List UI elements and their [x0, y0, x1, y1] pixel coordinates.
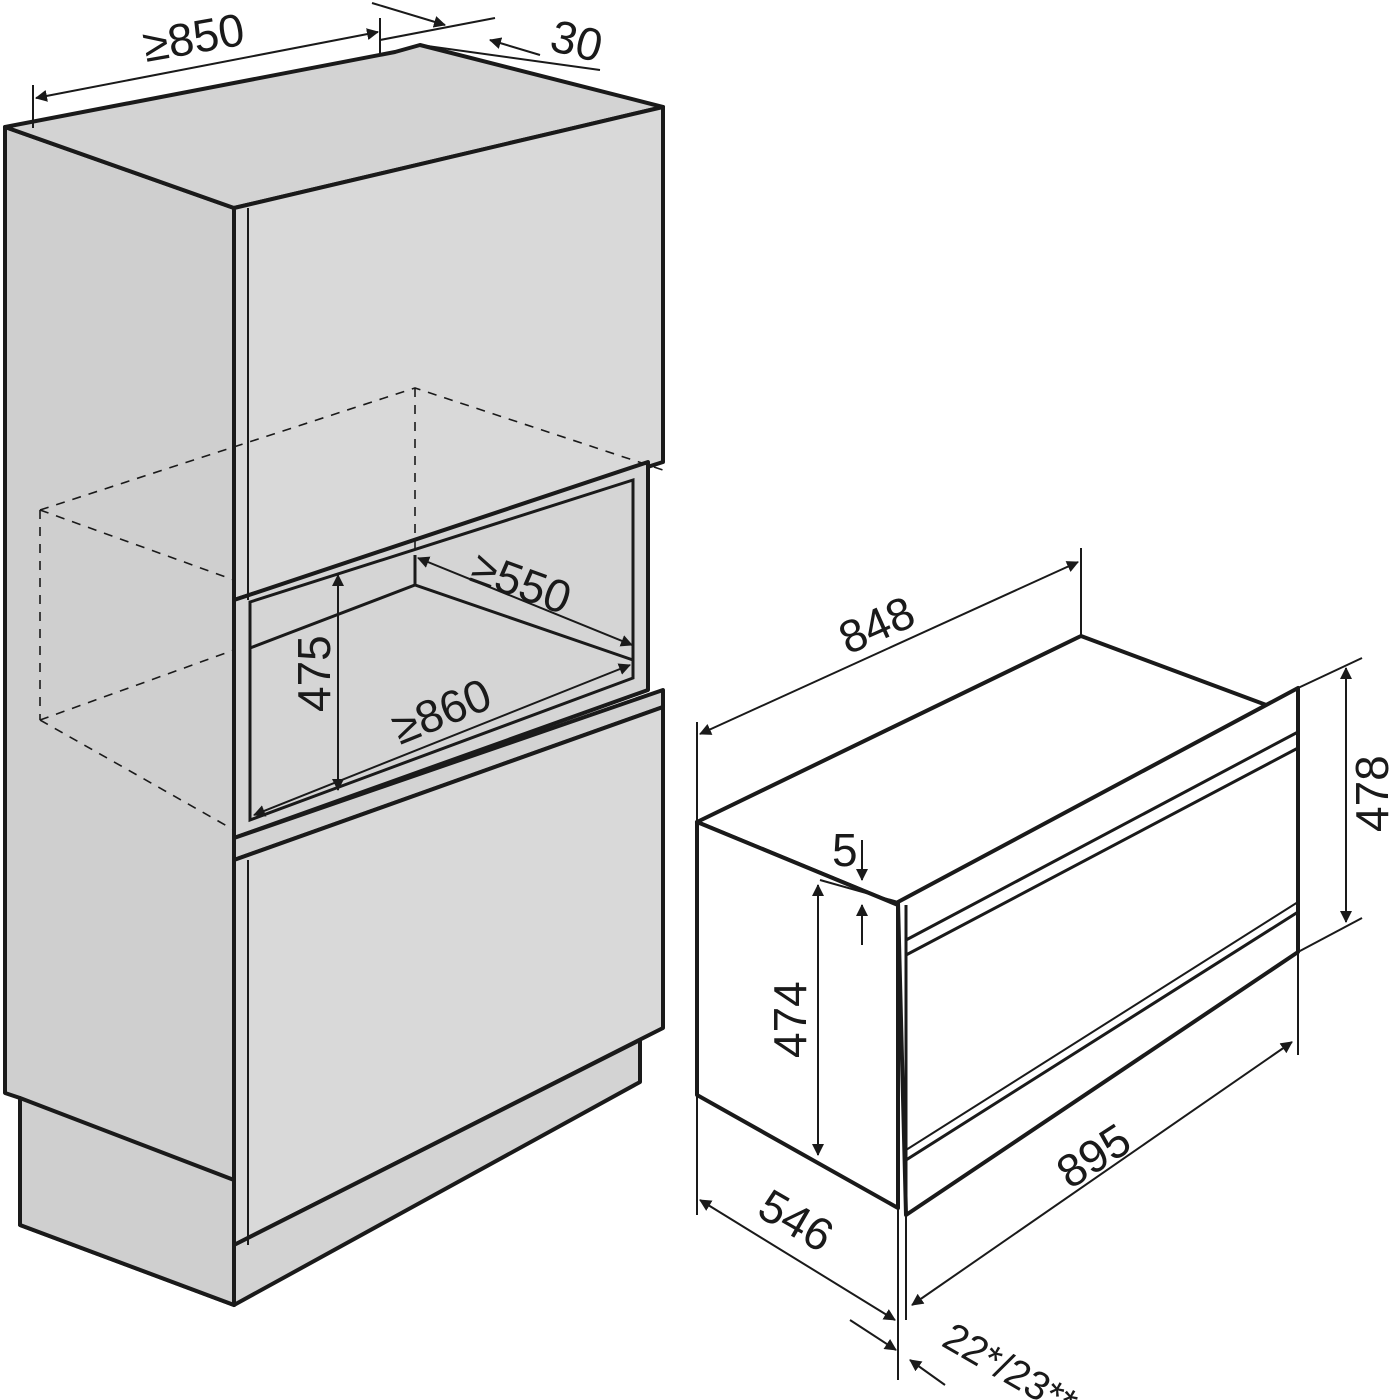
control-strip-top: [905, 730, 1299, 942]
label-niche-height: 475: [288, 635, 340, 712]
label-front-thickness: 22*/23**: [936, 1315, 1085, 1400]
label-gap: 5: [832, 824, 858, 876]
label-front-width: 895: [1047, 1113, 1140, 1198]
appliance: [695, 634, 1300, 1217]
label-body-width: 848: [831, 585, 922, 664]
cabinet-niche: [248, 477, 635, 823]
label-cabinet-width: ≥850: [139, 3, 248, 72]
cabinet-plinth-front: [232, 1038, 642, 1307]
label-front-height: 478: [1346, 755, 1389, 832]
label-body-height: 474: [764, 981, 816, 1058]
hidden-niche-outline: [39, 387, 664, 831]
cabinet-upper-door: [232, 105, 665, 602]
label-depth-offset: 30: [546, 9, 608, 72]
control-strip-bottom: [905, 746, 1299, 957]
dimension-lines: [32, 2, 1363, 1386]
label-body-depth: 546: [750, 1179, 842, 1262]
